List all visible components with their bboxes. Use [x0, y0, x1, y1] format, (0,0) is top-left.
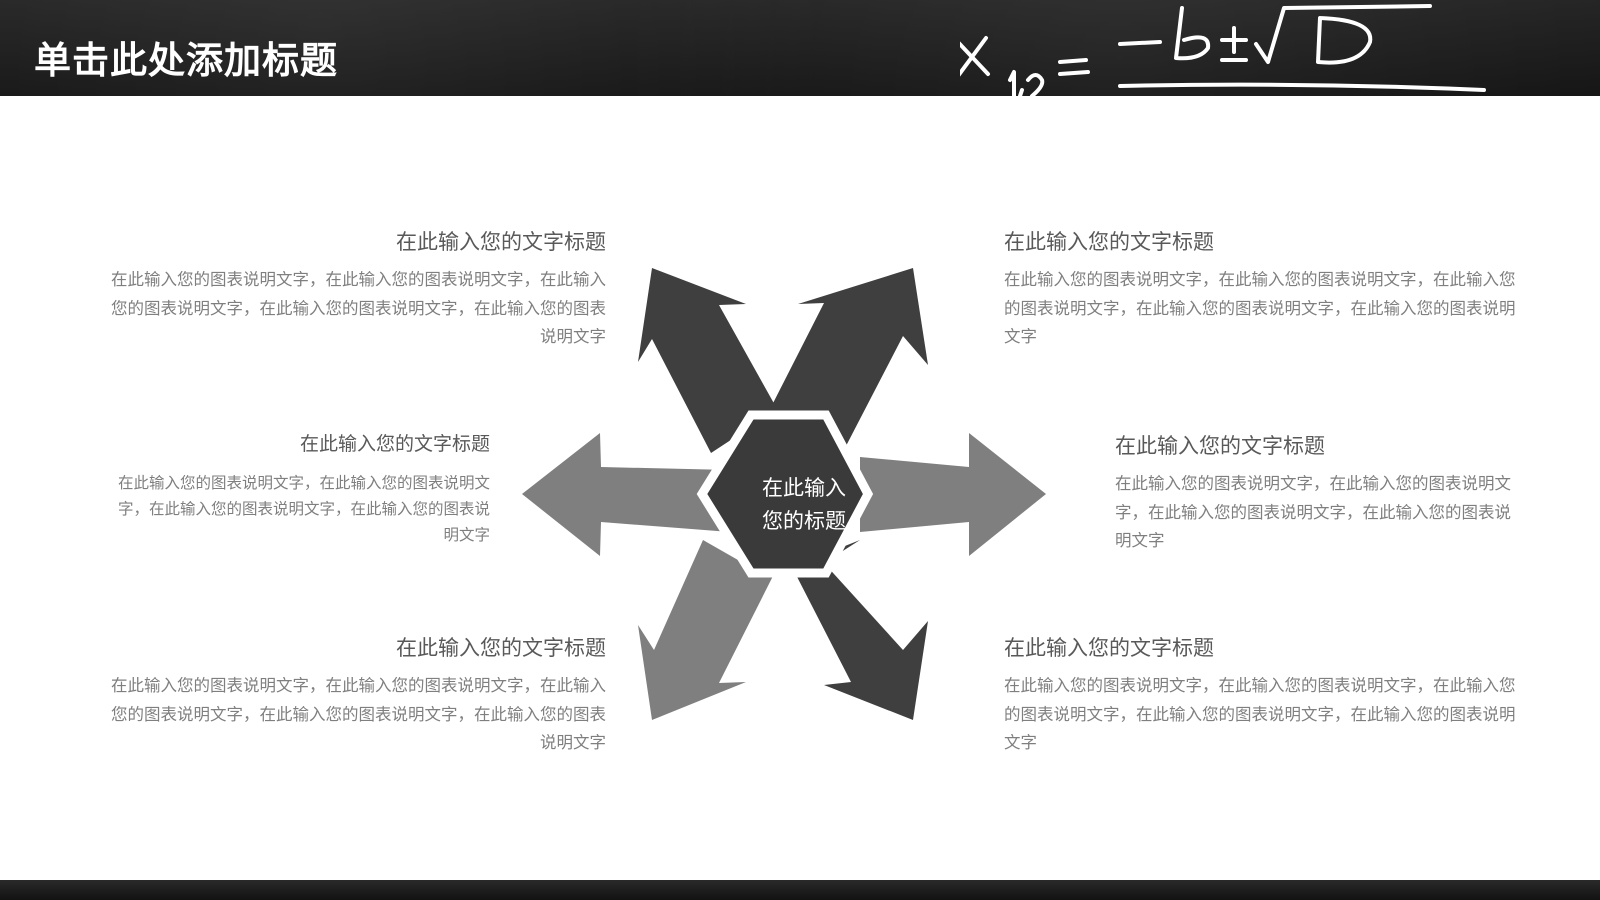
- block-description: 在此输入您的图表说明文字，在此输入您的图表说明文字，在此输入您的图表说明文字，在…: [1004, 270, 1516, 346]
- arrow-upper-left: [638, 268, 781, 453]
- block-title: 在此输入您的文字标题: [1004, 636, 1214, 660]
- footer-bar: [0, 880, 1600, 900]
- block-title: 在此输入您的文字标题: [1004, 230, 1214, 254]
- arrow-left: [522, 433, 730, 556]
- block-title: 在此输入您的文字标题: [1115, 434, 1325, 458]
- text-block-middle-left[interactable]: 在此输入您的文字标题 在此输入您的图表说明文字，在此输入您的图表说明文字，在此输…: [104, 430, 490, 548]
- text-block-bottom-left[interactable]: 在此输入您的文字标题 在此输入您的图表说明文字，在此输入您的图表说明文字，在此输…: [106, 634, 606, 758]
- center-label-line2: 您的标题: [762, 509, 846, 533]
- text-block-middle-right[interactable]: 在此输入您的文字标题 在此输入您的图表说明文字，在此输入您的图表说明文字，在此输…: [1115, 432, 1525, 556]
- text-block-top-left[interactable]: 在此输入您的文字标题 在此输入您的图表说明文字，在此输入您的图表说明文字，在此输…: [106, 228, 606, 352]
- block-description: 在此输入您的图表说明文字，在此输入您的图表说明文字，在此输入您的图表说明文字，在…: [1004, 676, 1516, 752]
- block-description: 在此输入您的图表说明文字，在此输入您的图表说明文字，在此输入您的图表说明文字，在…: [111, 270, 606, 346]
- slide-title[interactable]: 单击此处添加标题: [34, 39, 338, 82]
- block-title: 在此输入您的文字标题: [396, 636, 606, 660]
- text-block-bottom-right[interactable]: 在此输入您的文字标题 在此输入您的图表说明文字，在此输入您的图表说明文字，在此输…: [1004, 634, 1524, 758]
- center-label-line1: 在此输入: [762, 476, 846, 500]
- arrow-lower-left: [638, 540, 773, 720]
- block-description: 在此输入您的图表说明文字，在此输入您的图表说明文字，在此输入您的图表说明文字，在…: [1115, 474, 1511, 550]
- hexagon-hub: [696, 410, 874, 578]
- block-description: 在此输入您的图表说明文字，在此输入您的图表说明文字，在此输入您的图表说明文字，在…: [111, 676, 606, 752]
- arrow-lower-right: [792, 540, 928, 720]
- arrow-upper-right: [767, 268, 928, 446]
- block-description: 在此输入您的图表说明文字，在此输入您的图表说明文字，在此输入您的图表说明文字，在…: [117, 474, 490, 544]
- block-title: 在此输入您的文字标题: [299, 433, 490, 455]
- center-label[interactable]: 在此输入 您的标题: [744, 472, 864, 538]
- text-block-top-right[interactable]: 在此输入您的文字标题 在此输入您的图表说明文字，在此输入您的图表说明文字，在此输…: [1004, 228, 1524, 352]
- arrow-right: [860, 433, 1046, 556]
- block-title: 在此输入您的文字标题: [396, 230, 606, 254]
- chalk-formula-image: [960, 4, 1486, 96]
- header-bar: 单击此处添加标题: [0, 0, 1600, 96]
